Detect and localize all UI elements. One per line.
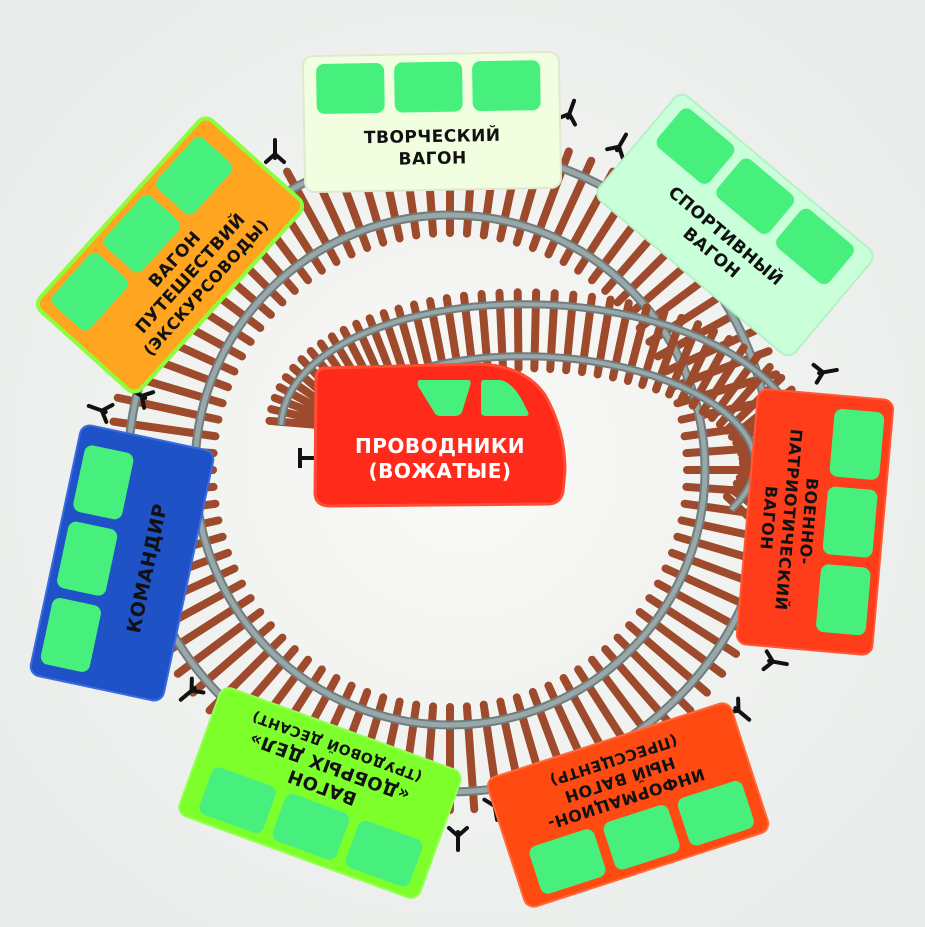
wagon-creative: ТВОРЧЕСКИЙ ВАГОН — [303, 52, 561, 192]
wagon-creative-label-line2: ВАГОН — [398, 148, 466, 169]
locomotive-label-line2: (ВОЖАТЫЕ) — [368, 459, 511, 483]
wagon-window — [316, 63, 385, 114]
wagon-window — [394, 61, 463, 112]
wagon-creative-label-line1: ТВОРЧЕСКИЙ — [364, 124, 501, 148]
wagon-window — [815, 564, 871, 636]
locomotive: ПРОВОДНИКИ (ВОЖАТЫЕ) — [300, 364, 565, 506]
wagon-window — [472, 60, 541, 111]
wagon-military: ВОЕННО- ПАТРИОТИЧЕСКИЙ ВАГОН — [736, 389, 894, 656]
wagon-window — [829, 408, 885, 480]
wagon-window — [822, 486, 878, 558]
locomotive-label-line1: ПРОВОДНИКИ — [355, 434, 525, 458]
